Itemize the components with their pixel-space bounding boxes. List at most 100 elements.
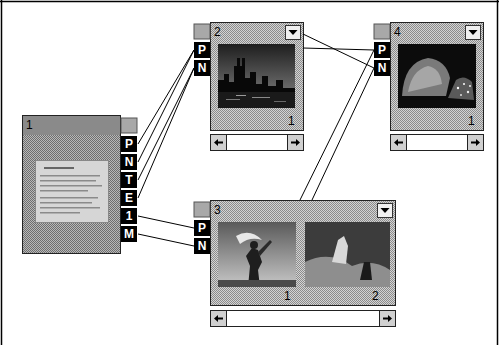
skyline-photo	[226, 99, 240, 100]
rock-photo	[305, 257, 390, 287]
dropdown-button	[378, 204, 393, 218]
page-box	[211, 201, 396, 306]
object-photo	[448, 77, 474, 100]
page-node: 4PN1	[374, 22, 483, 152]
scrollbar	[391, 135, 484, 151]
port-label: N	[121, 154, 137, 170]
document-thumbnail	[40, 190, 88, 192]
page-box	[194, 202, 210, 217]
node-number: 4	[394, 25, 401, 39]
object-photo	[469, 85, 471, 87]
page-box	[23, 116, 138, 254]
dropdown-button	[289, 30, 298, 35]
skyline-photo	[218, 44, 295, 108]
rock-photo	[360, 262, 372, 280]
link-line	[138, 216, 194, 228]
figure-photo	[218, 222, 296, 287]
scrollbar	[214, 139, 223, 146]
object-photo	[398, 44, 476, 108]
port-label: P	[194, 220, 210, 236]
skyline-photo	[252, 97, 270, 98]
skyline-photo	[218, 92, 295, 108]
page-box	[194, 23, 304, 151]
scrollbar	[291, 139, 300, 146]
dropdown-button	[286, 26, 301, 40]
scrollbar	[394, 139, 403, 146]
document-thumbnail	[36, 161, 109, 223]
skyline-photo	[236, 95, 246, 96]
scrollbar	[391, 135, 407, 151]
port-label: P	[194, 42, 210, 58]
scrollbar	[214, 315, 223, 322]
dropdown-button	[286, 26, 301, 40]
object-photo	[457, 87, 459, 89]
scrollbar	[211, 311, 227, 327]
link-line	[303, 48, 374, 50]
object-photo	[460, 94, 462, 96]
scrollbar	[211, 135, 304, 151]
figure-photo	[258, 240, 272, 256]
scrollbar	[471, 139, 480, 146]
node-number: 3	[214, 203, 221, 217]
page-number: 1	[284, 289, 291, 303]
scrollbar	[211, 135, 227, 151]
port-label: M	[121, 226, 137, 242]
dropdown-button	[378, 204, 393, 218]
link-line	[138, 234, 194, 246]
figure-photo	[250, 241, 258, 249]
document-thumbnail	[40, 197, 98, 199]
scrollbar	[211, 135, 304, 151]
page-box	[374, 24, 390, 39]
page-box	[391, 23, 484, 131]
scrollbar	[211, 311, 396, 327]
skyline-photo	[218, 44, 295, 108]
page-number: 1	[468, 114, 475, 128]
port-label: N	[194, 238, 210, 254]
scrollbar	[468, 135, 484, 151]
document-thumbnail	[40, 212, 80, 214]
rock-photo	[332, 236, 348, 264]
port-label: P	[121, 136, 137, 152]
rock-photo	[305, 222, 390, 287]
figure-photo	[218, 280, 296, 287]
node-number: 1	[26, 118, 33, 132]
page-node: 1PNTE1M	[22, 115, 138, 254]
page-number: 1	[288, 114, 295, 128]
page-box	[194, 201, 396, 327]
scrollbar	[383, 315, 392, 322]
port-label: 1	[121, 208, 137, 224]
link-line	[303, 34, 374, 68]
link-line	[138, 68, 194, 180]
link-line	[300, 50, 374, 200]
figure-photo	[236, 233, 262, 244]
scrollbar	[391, 135, 484, 151]
node-number: 2	[214, 25, 221, 39]
page-node: 3PN12	[194, 200, 395, 330]
skyline-photo	[218, 58, 295, 92]
document-thumbnail	[40, 180, 96, 182]
document-thumbnail	[40, 185, 102, 187]
document-thumbnail	[44, 167, 74, 169]
scrollbar	[380, 311, 396, 327]
dropdown-button	[466, 26, 481, 40]
port-label: N	[374, 60, 390, 76]
link-line	[138, 68, 194, 198]
page-box	[23, 116, 120, 135]
object-photo	[463, 83, 465, 85]
object-photo	[467, 91, 469, 93]
link-line	[312, 68, 374, 200]
link-line	[138, 50, 194, 144]
page-box	[23, 116, 121, 254]
window-frame	[0, 1, 499, 3]
scrollbar	[211, 311, 396, 327]
skyline-photo	[274, 101, 286, 102]
object-photo	[402, 58, 450, 96]
dropdown-button	[469, 30, 478, 35]
dropdown-button	[381, 208, 390, 213]
link-line	[138, 50, 194, 162]
page-node: 2PN1	[194, 22, 303, 152]
